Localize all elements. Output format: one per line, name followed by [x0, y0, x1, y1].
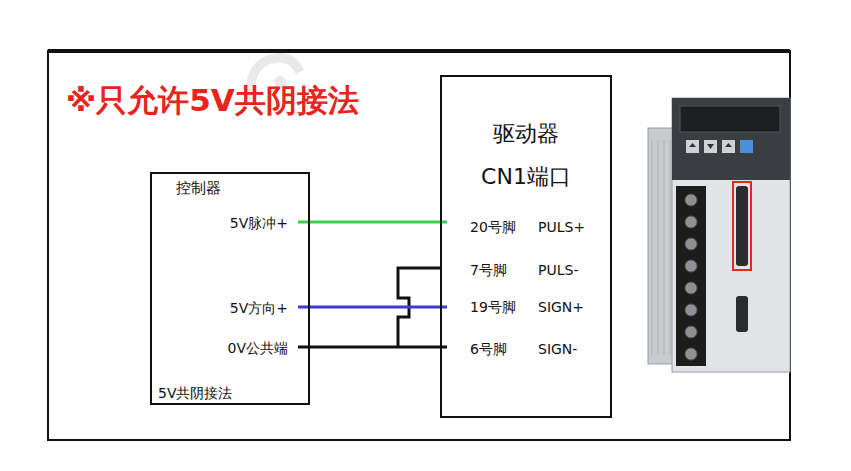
signal-label: SIGN+ — [538, 296, 584, 318]
signal-label: CN1端口 — [442, 166, 610, 188]
box-heading: 驱动器 — [442, 123, 610, 145]
signal-label: PULS- — [538, 259, 578, 281]
pulse-wire — [298, 221, 447, 224]
common-wire — [298, 346, 447, 349]
title: ※只允许5V共阴接法 — [66, 80, 359, 120]
driver-box: 驱动器 CN1端口 20号脚 PULS+ 7号脚 PULS- 19号脚 SIGN+ 6号脚 SIG… — [440, 75, 612, 418]
signal-label: 5V脉冲+ — [230, 212, 288, 234]
controller-box: 控制器 5V脉冲+ 5V方向+ 0V公共端 5V共阴接法 — [150, 172, 310, 405]
signal-label: 5V方向+ — [230, 297, 288, 319]
signal-label: 5V共阴接法 — [158, 382, 232, 404]
signal-label: 19号脚 — [470, 296, 516, 318]
box-heading: 控制器 — [176, 177, 221, 199]
signal-label: 0V公共端 — [228, 337, 288, 359]
direction-wire — [298, 306, 447, 309]
signal-label: 7号脚 — [470, 259, 507, 281]
signal-label: PULS+ — [538, 216, 585, 238]
frame — [48, 51, 790, 440]
signal-label: 6号脚 — [470, 338, 507, 360]
frame-top — [48, 49, 790, 53]
signal-label: 20号脚 — [470, 216, 516, 238]
signal-label: SIGN- — [538, 338, 577, 360]
servo-drive-picture — [648, 98, 790, 372]
